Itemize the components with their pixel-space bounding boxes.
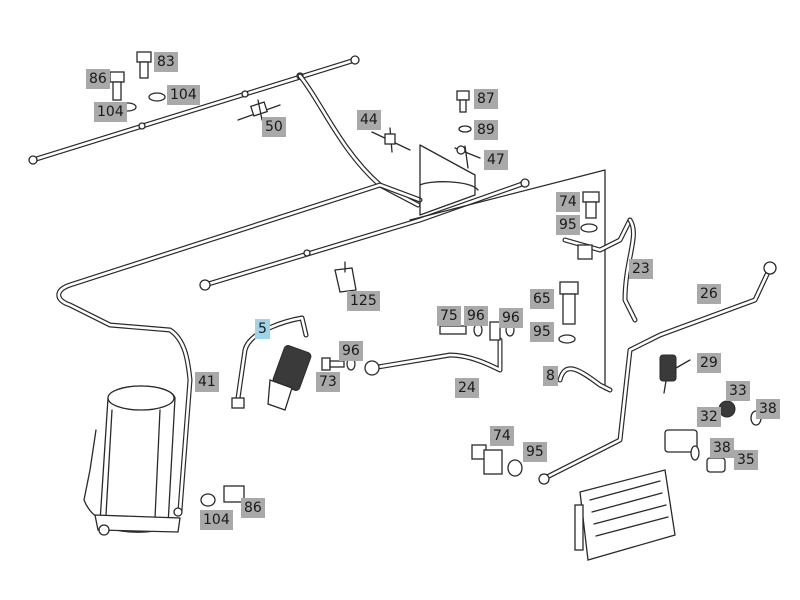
- part-callout-104[interactable]: 104: [94, 102, 127, 122]
- part-callout-86[interactable]: 86: [241, 498, 265, 518]
- fitting-44: [371, 127, 411, 153]
- filter-housing: [83, 385, 181, 536]
- part-callout-95[interactable]: 95: [556, 215, 580, 235]
- bolt-87: [456, 90, 472, 133]
- clamp-125: [334, 261, 357, 293]
- branch-pipe: [297, 73, 421, 208]
- part-callout-96[interactable]: 96: [499, 308, 523, 328]
- part-callout-29[interactable]: 29: [697, 353, 721, 373]
- part-callout-75[interactable]: 75: [437, 306, 461, 326]
- part-callout-26[interactable]: 26: [697, 284, 721, 304]
- fitting-50: [237, 99, 281, 121]
- part-callout-73[interactable]: 73: [316, 372, 340, 392]
- part-callout-35[interactable]: 35: [734, 450, 758, 470]
- pipe-23: [622, 217, 638, 323]
- upper-left-pipe: [28, 55, 360, 165]
- cross-pipe: [56, 182, 423, 517]
- part-callout-83[interactable]: 83: [154, 52, 178, 72]
- frame-lines: [409, 144, 606, 391]
- bolt-73: [321, 357, 356, 371]
- part-callout-96[interactable]: 96: [464, 306, 488, 326]
- pipe-26: [538, 261, 777, 485]
- control-unit: [574, 469, 676, 561]
- pipe-8: [557, 217, 633, 393]
- part-callout-41[interactable]: 41: [195, 372, 219, 392]
- part-callout-95[interactable]: 95: [530, 322, 554, 342]
- part-callout-87[interactable]: 87: [474, 89, 498, 109]
- part-callout-104[interactable]: 104: [200, 510, 233, 530]
- part-callout-65[interactable]: 65: [530, 289, 554, 309]
- part-callout-47[interactable]: 47: [484, 150, 508, 170]
- part-callout-33[interactable]: 33: [726, 381, 750, 401]
- part-callout-5[interactable]: 5: [255, 319, 270, 339]
- bolt-74-lower: [471, 444, 523, 477]
- bolt-86-lower: [200, 485, 245, 507]
- fitting-47: [454, 145, 481, 169]
- part-callout-74[interactable]: 74: [490, 426, 514, 446]
- fittings-32-35: [664, 400, 762, 473]
- part-callout-8[interactable]: 8: [543, 366, 558, 386]
- part-callout-38[interactable]: 38: [710, 438, 734, 458]
- part-callout-104[interactable]: 104: [167, 85, 200, 105]
- part-callout-24[interactable]: 24: [455, 378, 479, 398]
- second-cross-pipe: [199, 178, 530, 291]
- part-callout-23[interactable]: 23: [629, 259, 653, 279]
- part-callout-44[interactable]: 44: [357, 110, 381, 130]
- part-callout-50[interactable]: 50: [262, 117, 286, 137]
- bolt-75: [439, 321, 515, 341]
- part-callout-74[interactable]: 74: [556, 192, 580, 212]
- part-callout-125[interactable]: 125: [347, 291, 380, 311]
- sensor-5: [231, 315, 312, 411]
- part-callout-38[interactable]: 38: [756, 399, 780, 419]
- part-callout-86[interactable]: 86: [86, 69, 110, 89]
- fitting-29: [659, 354, 691, 394]
- part-callout-95[interactable]: 95: [523, 442, 547, 462]
- part-callout-89[interactable]: 89: [474, 120, 498, 140]
- valve-65: [558, 191, 600, 344]
- part-callout-96[interactable]: 96: [339, 341, 363, 361]
- part-callout-32[interactable]: 32: [697, 407, 721, 427]
- pipe-24: [364, 337, 503, 376]
